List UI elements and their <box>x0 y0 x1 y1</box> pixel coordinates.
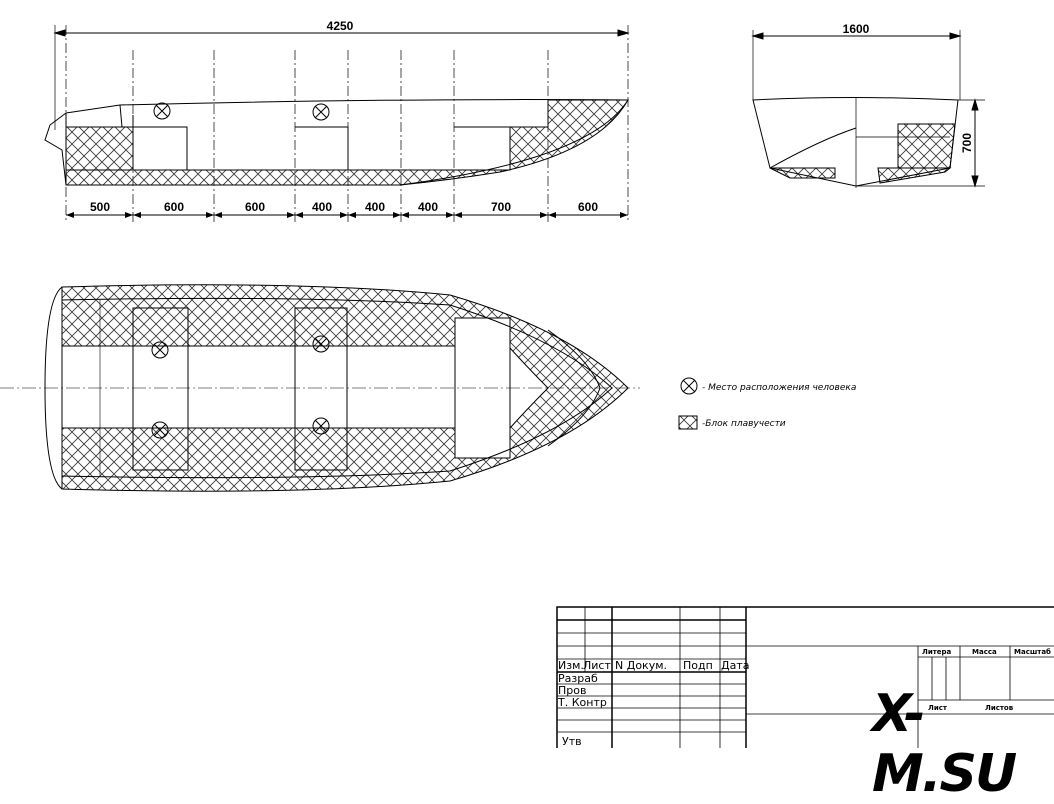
segment-dimension: 600 <box>164 200 184 214</box>
row-checked: Пров <box>558 684 586 697</box>
header-izm: Изм. <box>558 659 584 672</box>
row-tech-control: Т. Контр <box>557 696 607 709</box>
segment-dimension: 400 <box>365 200 385 214</box>
title-block <box>556 606 1054 748</box>
person-marker-icon <box>312 103 330 121</box>
person-marker-icon <box>312 335 330 353</box>
legend <box>678 377 698 430</box>
label-sheet: Лист <box>928 704 948 712</box>
header-doc-number: N Докум. <box>615 659 667 672</box>
segment-dimension: 500 <box>90 200 110 214</box>
buoyancy-block-hatch-icon <box>678 415 698 430</box>
dimension-height: 700 <box>960 133 974 153</box>
title-block-headers: Изм. Лист N Докум. Подп Дата <box>558 659 749 672</box>
row-approved: Утв <box>562 735 582 748</box>
legend-person-label: - Место расположения человека <box>702 383 856 393</box>
dimension-overall-length: 4250 <box>327 19 354 33</box>
header-mass: Масса <box>972 648 997 656</box>
front-view <box>751 30 985 188</box>
person-marker-icon <box>151 341 169 359</box>
top-view <box>0 284 640 492</box>
dimension-width: 1600 <box>843 22 870 36</box>
segment-dimension: 400 <box>312 200 332 214</box>
title-block-rows: Разраб Пров Т. Контр Утв <box>557 672 607 748</box>
legend-buoyancy-label: -Блок плавучести <box>702 419 786 429</box>
header-sign: Подп <box>683 659 713 672</box>
header-list: Лист <box>583 659 611 672</box>
segment-dimension: 400 <box>418 200 438 214</box>
segment-dimensions: 500 600 600 400 400 400 700 600 <box>90 200 598 214</box>
person-marker-icon <box>153 102 171 120</box>
segment-dimension: 700 <box>491 200 511 214</box>
watermark: X-M.SU <box>872 684 1017 804</box>
person-position-icon <box>680 377 698 395</box>
person-marker-icon <box>151 421 169 439</box>
header-litera: Литера <box>922 648 952 656</box>
header-scale: Масштаб <box>1014 648 1051 656</box>
header-date: Дата <box>721 659 749 672</box>
side-view <box>44 25 630 222</box>
segment-dimension: 600 <box>578 200 598 214</box>
label-sheets: Листов <box>985 704 1014 712</box>
segment-dimension: 600 <box>245 200 265 214</box>
person-marker-icon <box>312 417 330 435</box>
row-developer: Разраб <box>558 672 598 685</box>
boat-drawing: 4250 500 600 600 400 400 400 700 600 160… <box>0 19 1054 748</box>
